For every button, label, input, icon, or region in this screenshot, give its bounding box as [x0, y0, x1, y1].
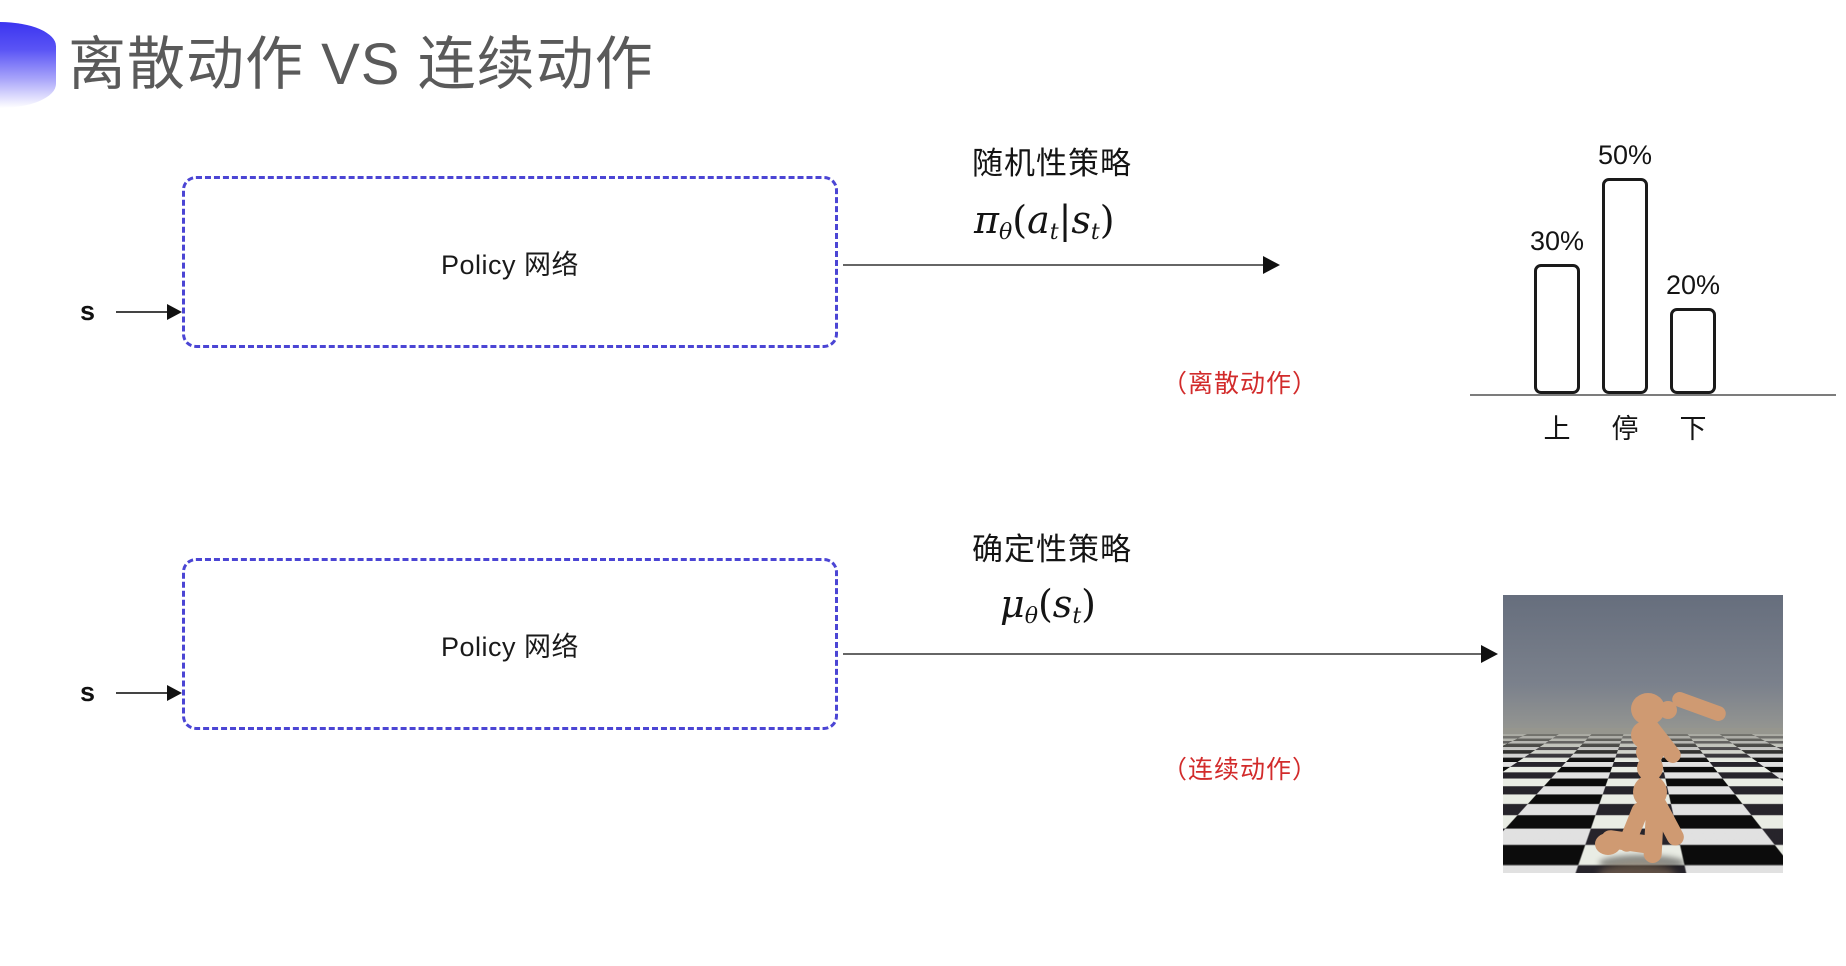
- policy-network-box-discrete[interactable]: Policy 网络: [182, 176, 838, 348]
- policy-kind-stochastic: 随机性策略: [972, 146, 1132, 181]
- bar-category-stop: 停: [1611, 414, 1639, 444]
- input-arrow-continuous: [116, 685, 182, 701]
- bar-value-up: 30%: [1529, 226, 1585, 256]
- formula-open-paren: (: [1037, 582, 1053, 626]
- formula-deterministic-policy: μθ(st): [1000, 582, 1096, 629]
- formula-state-subscript: t: [1090, 220, 1100, 246]
- humanoid-head: [1631, 693, 1665, 725]
- policy-kind-deterministic: 确定性策略: [972, 532, 1132, 567]
- chart-x-axis: [1470, 394, 1836, 396]
- formula-close-paren: ): [1081, 582, 1096, 626]
- bar-group-down: 20% 下: [1666, 270, 1720, 444]
- formula-close-paren: ): [1099, 198, 1115, 242]
- input-state-label-continuous: s: [80, 677, 96, 707]
- policy-network-box-continuous[interactable]: Policy 网络: [182, 558, 838, 730]
- note-continuous-action: （连续动作）: [1162, 756, 1319, 784]
- formula-mu: μ: [1000, 582, 1025, 626]
- bar-group-stop: 50% 停: [1598, 140, 1652, 444]
- formula-conditional-bar: |: [1058, 198, 1072, 242]
- formula-open-paren: (: [1012, 198, 1028, 242]
- humanoid-reflection: [1599, 863, 1675, 873]
- formula-state: s: [1071, 198, 1091, 242]
- bar-category-down: 下: [1679, 414, 1707, 444]
- title-accent-shape: [0, 22, 56, 108]
- output-arrow-discrete: [843, 256, 1280, 274]
- bar-rect-down: [1670, 308, 1716, 394]
- humanoid-shadow: [1599, 855, 1685, 871]
- input-arrow-discrete: [116, 304, 182, 320]
- output-arrow-continuous: [843, 645, 1498, 663]
- formula-action-subscript: t: [1049, 220, 1059, 246]
- formula-state-subscript: t: [1072, 604, 1082, 630]
- formula-mu-subscript: θ: [1024, 604, 1038, 630]
- policy-network-label: Policy 网络: [440, 631, 580, 662]
- formula-pi-subscript: θ: [998, 220, 1013, 246]
- bar-value-stop: 50%: [1597, 140, 1653, 170]
- formula-state: s: [1052, 582, 1073, 626]
- bar-group-up: 30% 上: [1530, 226, 1584, 444]
- bar-rect-up: [1534, 264, 1580, 394]
- bar-value-down: 20%: [1665, 270, 1721, 300]
- formula-action: a: [1027, 198, 1050, 242]
- discrete-action-bar-chart: 30% 上 50% 停 20% 下: [1470, 96, 1846, 444]
- formula-stochastic-policy: πθ(at|st): [974, 198, 1115, 245]
- formula-pi: π: [974, 198, 999, 242]
- page-title: 离散动作 VS 连续动作: [68, 32, 654, 97]
- input-state-label-discrete: s: [80, 296, 96, 326]
- policy-network-label: Policy 网络: [440, 249, 580, 280]
- humanoid-simulation-image: [1503, 595, 1783, 873]
- note-discrete-action: （离散动作）: [1162, 370, 1319, 398]
- bar-rect-stop: [1602, 178, 1648, 394]
- humanoid-foot-left: [1595, 833, 1621, 855]
- bar-category-up: 上: [1543, 414, 1571, 444]
